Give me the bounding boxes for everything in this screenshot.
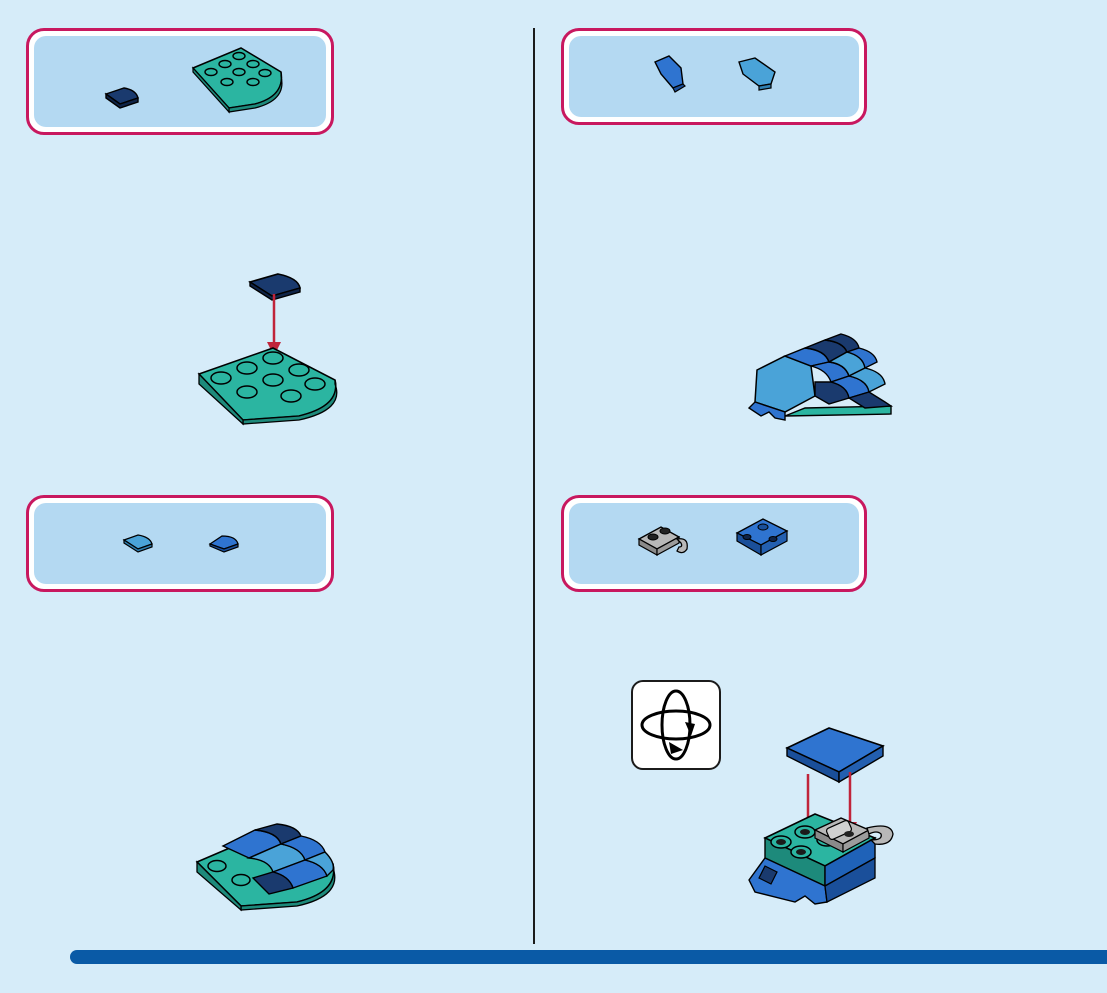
parts-callout-inner: [569, 36, 859, 117]
parts-callout-top-left: [26, 28, 334, 135]
rotate-arrows-icon: [633, 682, 719, 768]
parts-callout-bottom-right: [561, 495, 867, 592]
blue-curved-slope-part: [733, 515, 793, 559]
teal-round-corner-plate-part: [189, 42, 289, 112]
center-divider: [533, 28, 535, 944]
rotate-model-icon: [631, 680, 721, 770]
gray-clip-plate-part: [635, 517, 691, 561]
teal-round-corner-plate: [195, 344, 345, 424]
blue-quarter-tile-part: [208, 532, 244, 554]
page-bottom-bar: [70, 950, 1107, 964]
tile-scale-assembly-bottom-left: [193, 822, 343, 912]
blue-wedge-slope-part: [653, 54, 693, 94]
parts-callout-inner: [34, 503, 326, 584]
parts-callout-bottom-left: [26, 495, 334, 592]
base-assembly-with-clip: [745, 808, 905, 908]
light-blue-quarter-tile-part: [122, 532, 158, 554]
light-blue-wedge-slope-part: [737, 56, 781, 92]
parts-callout-inner: [34, 36, 326, 127]
dark-blue-quarter-tile-part: [104, 84, 144, 108]
tile-scale-assembly-top: [745, 332, 895, 422]
parts-callout-inner: [569, 503, 859, 584]
parts-callout-top-right: [561, 28, 867, 125]
